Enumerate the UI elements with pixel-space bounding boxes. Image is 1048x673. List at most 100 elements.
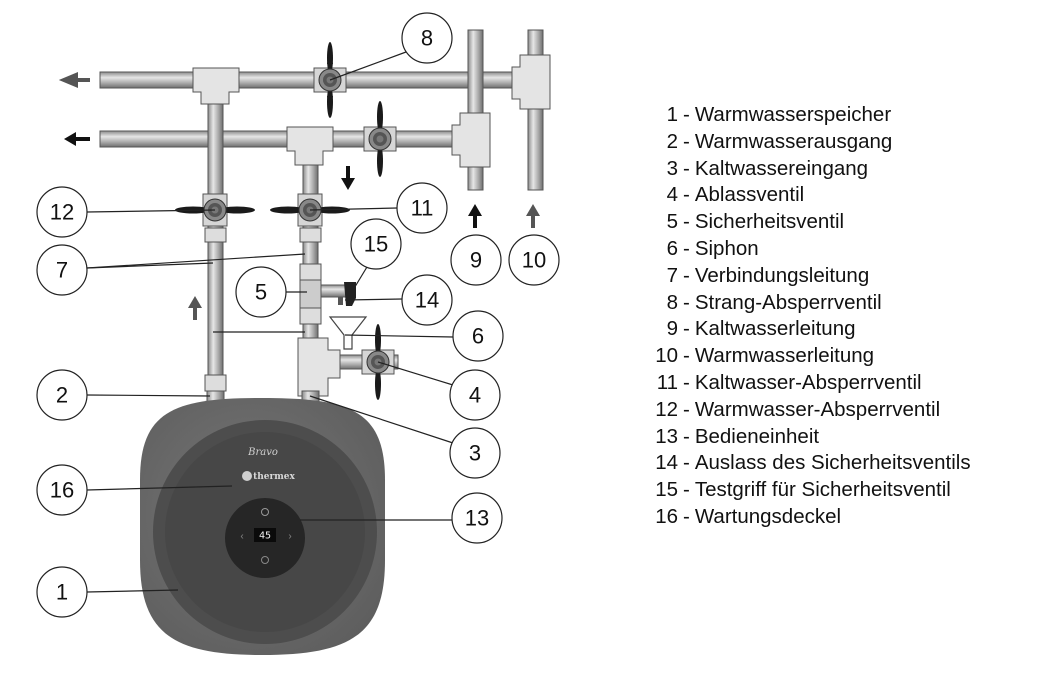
legend-label: Auslass des Sicherheitsventils	[694, 451, 971, 475]
callout-1: 1	[36, 566, 88, 618]
legend-item: 6-Siphon	[648, 236, 971, 263]
legend-separator: -	[683, 290, 690, 314]
temperature-display: 45	[259, 531, 271, 542]
legend-item: 9-Kaltwasserleitung	[648, 316, 971, 343]
callout-7: 7	[36, 244, 88, 296]
svg-text:3: 3	[469, 441, 481, 466]
chevron-right-icon[interactable]: ›	[288, 531, 291, 542]
tee-fitting	[192, 67, 240, 105]
pipe-nut	[299, 227, 322, 243]
chevron-left-icon[interactable]: ‹	[240, 531, 243, 542]
legend-item: 1-Warmwasserspeicher	[648, 102, 971, 129]
callout-13: 13	[451, 492, 503, 544]
legend-label: Warmwasserausgang	[694, 129, 893, 153]
legend-separator: -	[683, 478, 690, 502]
callout-12: 12	[36, 186, 88, 238]
tee-fitting	[297, 337, 341, 397]
legend-number: 3	[666, 156, 678, 180]
legend-number: 1	[666, 103, 678, 126]
svg-text:4: 4	[469, 383, 481, 408]
legend-number: 12	[655, 397, 678, 421]
svg-text:15: 15	[364, 232, 388, 257]
legend-separator: -	[683, 317, 690, 341]
siphon-funnel	[328, 316, 368, 350]
callout-9: 9	[450, 234, 502, 286]
legend-separator: -	[683, 397, 690, 421]
callout-4: 4	[449, 369, 501, 421]
legend-label: Warmwasserleitung	[694, 344, 875, 368]
legend-number: 5	[666, 210, 678, 234]
hot-water-line	[527, 29, 544, 191]
legend-number: 4	[666, 183, 678, 207]
callout-10: 10	[508, 234, 560, 286]
safety-valve-outlet	[338, 297, 343, 305]
callout-5: 5	[235, 266, 287, 318]
svg-text:8: 8	[421, 26, 433, 51]
callout-15: 15	[350, 218, 402, 270]
legend-label: Kaltwassereingang	[694, 156, 869, 180]
legend-label: Warmwasserspeicher	[694, 103, 892, 126]
legend-separator: -	[683, 236, 690, 260]
safety-valve-body	[299, 279, 322, 309]
legend-item: 7-Verbindungsleitung	[648, 263, 971, 290]
callout-8: 8	[401, 12, 453, 64]
legend-separator: -	[683, 103, 690, 126]
legend-number: 7	[666, 263, 678, 287]
legend-separator: -	[683, 370, 690, 394]
legend-separator: -	[683, 451, 690, 475]
legend-item: 5-Sicherheitsventil	[648, 209, 971, 236]
valve-cold-branch[interactable]	[363, 101, 397, 177]
callout-14: 14	[401, 274, 453, 326]
legend-label: Testgriff für Sicherheitsventil	[694, 478, 951, 502]
pipe-nut	[204, 374, 227, 392]
legend-item: 10-Warmwasserleitung	[648, 343, 971, 370]
legend-label: Sicherheitsventil	[694, 210, 845, 234]
legend-number: 13	[655, 424, 678, 448]
svg-text:10: 10	[522, 248, 546, 273]
legend-label: Kaltwasserleitung	[694, 317, 856, 341]
legend-label: Ablassventil	[694, 183, 805, 207]
svg-text:6: 6	[472, 324, 484, 349]
pipe-nut	[299, 263, 322, 281]
legend-item: 3-Kaltwassereingang	[648, 156, 971, 183]
mode-icon[interactable]	[261, 508, 269, 516]
brand-logo-icon	[242, 471, 252, 481]
legend-separator: -	[683, 183, 690, 207]
legend-label: Strang-Absperrventil	[694, 290, 882, 314]
legend-label: Verbindungsleitung	[694, 263, 870, 287]
svg-text:1: 1	[56, 580, 68, 605]
svg-text:5: 5	[255, 280, 267, 305]
tee-fitting	[451, 112, 491, 168]
svg-text:16: 16	[50, 478, 74, 503]
legend-item: 15-Testgriff für Sicherheitsventil	[648, 477, 971, 504]
legend-label: Bedieneinheit	[694, 424, 820, 448]
callout-2: 2	[36, 369, 88, 421]
svg-text:9: 9	[470, 248, 482, 273]
callout-11: 11	[396, 182, 448, 234]
legend-separator: -	[683, 263, 690, 287]
legend-item: 12-Warmwasser-Absperrventil	[648, 397, 971, 424]
legend-label: Siphon	[694, 236, 759, 260]
tee-fitting	[286, 126, 334, 166]
valve-8[interactable]	[313, 42, 347, 118]
legend-item: 2-Warmwasserausgang	[648, 129, 971, 156]
signature-logo: Bravo	[247, 447, 278, 458]
legend-number: 15	[655, 478, 678, 502]
legend-separator: -	[683, 156, 690, 180]
legend-number: 14	[655, 451, 678, 475]
callout-16: 16	[36, 464, 88, 516]
legend-number: 11	[656, 370, 678, 394]
tee-fitting	[511, 54, 551, 110]
legend-separator: -	[683, 504, 690, 528]
legend-number: 2	[666, 129, 678, 153]
legend-separator: -	[683, 344, 690, 368]
legend-item: 11-Kaltwasser-Absperrventil	[648, 370, 971, 397]
legend-label: Wartungsdeckel	[694, 504, 842, 528]
svg-text:11: 11	[411, 196, 434, 221]
water-heater-tank: Bravo thermex 45 ‹ ›	[140, 398, 385, 655]
power-icon[interactable]	[261, 556, 269, 564]
cold-supply-pipe	[99, 130, 471, 148]
leader-lines	[86, 51, 454, 593]
